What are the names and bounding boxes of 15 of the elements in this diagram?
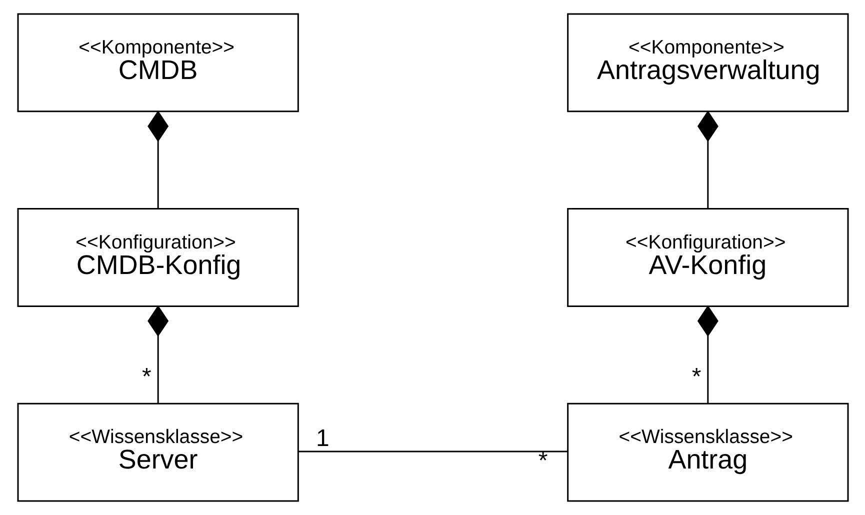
node-box: <<Wissensklasse>> Antrag [566,402,848,502]
label: 1 [316,424,329,452]
connector [147,305,168,404]
connector [696,110,718,208]
connector [147,110,168,208]
label: * [691,363,701,390]
node-box: <<Konfiguration>> AV-Konfig [566,208,848,307]
label: * [142,363,151,390]
node-box: <<Wissensklasse>> Server [16,402,298,502]
connector [696,305,718,404]
connector [298,450,568,452]
node-box: <<Komponente>> CMDB [16,13,298,112]
node-box: <<Konfiguration>> CMDB-Konfig [16,208,298,307]
node-box: <<Komponente>> Antragsverwaltung [566,13,848,112]
label: * [538,448,548,475]
